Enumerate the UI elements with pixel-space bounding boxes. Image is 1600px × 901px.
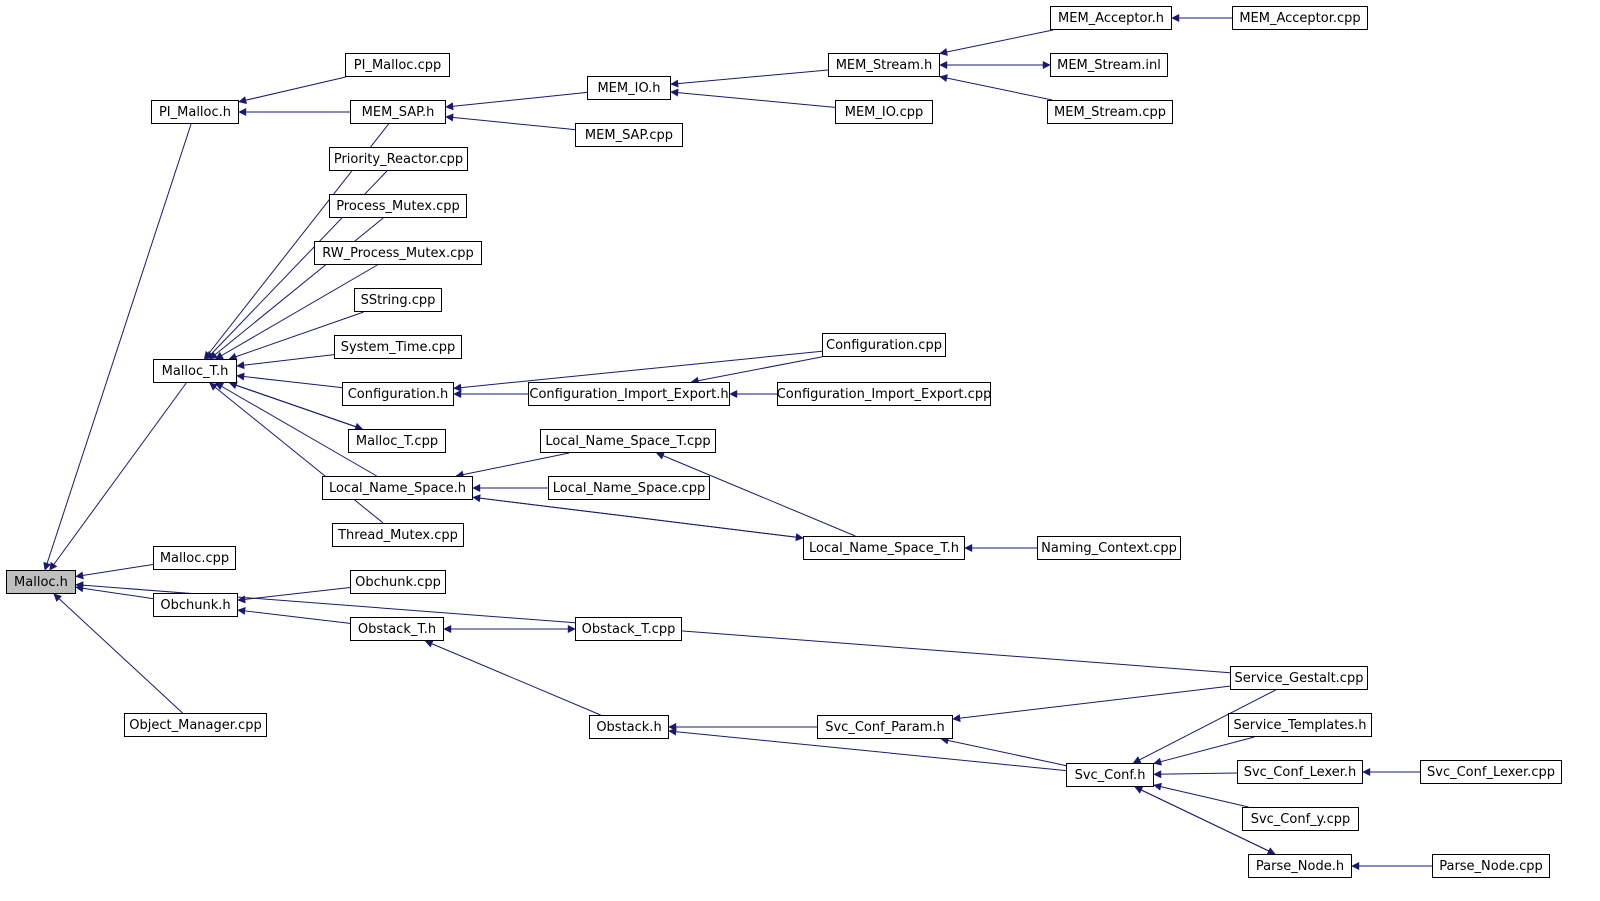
edge-malloc-t-h-to-malloc-h — [49, 382, 187, 571]
edge-svc-conf-lexer-h-to-svc-conf-h — [1153, 770, 1238, 779]
edge-local-name-space-h-to-malloc-t-h — [215, 382, 377, 477]
node-mem-stream-cpp[interactable]: MEM_Stream.cpp — [1047, 100, 1173, 124]
edge-mem-stream-h-to-mem-io-h — [670, 69, 829, 88]
edge-mem-stream-cpp-to-mem-stream-h — [939, 74, 1053, 101]
node-obstack-t-h[interactable]: Obstack_T.h — [350, 617, 444, 641]
node-mem-io-h[interactable]: MEM_IO.h — [587, 76, 671, 100]
node-local-name-space-h[interactable]: Local_Name_Space.h — [322, 476, 473, 500]
edge-pi-malloc-h-to-malloc-h — [43, 123, 192, 571]
edge-mem-io-cpp-to-mem-io-h — [670, 88, 836, 108]
node-svc-conf-h[interactable]: Svc_Conf.h — [1066, 763, 1154, 787]
node-svc-conf-lexer-cpp[interactable]: Svc_Conf_Lexer.cpp — [1420, 760, 1562, 784]
node-mem-io-cpp[interactable]: MEM_IO.cpp — [835, 100, 933, 124]
node-svc-conf-param-h[interactable]: Svc_Conf_Param.h — [817, 715, 953, 739]
node-obstack-h[interactable]: Obstack.h — [589, 715, 669, 739]
node-mem-stream-inl[interactable]: MEM_Stream.inl — [1050, 53, 1168, 77]
edge-mem-acceptor-h-to-mem-stream-h — [939, 29, 1054, 56]
node-mem-stream-h[interactable]: MEM_Stream.h — [828, 53, 940, 77]
node-mem-acceptor-h[interactable]: MEM_Acceptor.h — [1050, 6, 1172, 30]
node-service-templates-h[interactable]: Service_Templates.h — [1228, 713, 1372, 737]
edge-svc-conf-h-to-parse-node-h — [1134, 786, 1276, 855]
node-local-name-space-t-h[interactable]: Local_Name_Space_T.h — [803, 536, 965, 560]
node-malloc-h[interactable]: Malloc.h — [6, 570, 76, 594]
edge-malloc-t-h-to-malloc-t-cpp — [229, 382, 364, 431]
node-service-gestalt-cpp[interactable]: Service_Gestalt.cpp — [1230, 666, 1368, 690]
edge-service-templates-h-to-svc-conf-h — [1153, 736, 1255, 766]
node-configuration-import-export-h[interactable]: Configuration_Import_Export.h — [528, 382, 730, 406]
edge-object-manager-cpp-to-malloc-h — [53, 593, 183, 714]
node-malloc-cpp[interactable]: Malloc.cpp — [153, 546, 236, 570]
node-mem-acceptor-cpp[interactable]: MEM_Acceptor.cpp — [1232, 6, 1368, 30]
edge-obchunk-h-to-malloc-h — [75, 584, 154, 600]
node-configuration-cpp[interactable]: Configuration.cpp — [822, 333, 946, 357]
edge-mem-sap-cpp-to-mem-sap-h — [445, 113, 576, 131]
edge-svc-conf-h-to-svc-conf-param-h — [940, 736, 1067, 767]
node-local-name-space-cpp[interactable]: Local_Name_Space.cpp — [548, 476, 710, 500]
node-obchunk-cpp[interactable]: Obchunk.cpp — [350, 570, 446, 594]
edge-obstack-t-h-to-obchunk-h — [237, 606, 351, 624]
node-mem-sap-cpp[interactable]: MEM_SAP.cpp — [575, 123, 683, 147]
edge-local-name-space-t-cpp-to-local-name-space-h — [455, 452, 570, 479]
node-obchunk-h[interactable]: Obchunk.h — [153, 593, 238, 617]
node-parse-node-cpp[interactable]: Parse_Node.cpp — [1432, 854, 1550, 878]
node-parse-node-h[interactable]: Parse_Node.h — [1248, 854, 1352, 878]
edge-svc-conf-h-to-obstack-h — [668, 727, 1067, 772]
edge-svc-conf-y-cpp-to-svc-conf-h — [1153, 782, 1249, 808]
edge-local-name-space-t-h-to-local-name-space-t-cpp — [655, 452, 856, 537]
node-svc-conf-y-cpp[interactable]: Svc_Conf_y.cpp — [1242, 807, 1359, 831]
edge-pi-malloc-cpp-to-pi-malloc-h — [238, 76, 346, 105]
edge-configuration-cpp-to-configuration-h — [453, 350, 823, 392]
edge-configuration-h-to-malloc-t-h — [236, 372, 343, 389]
node-pi-malloc-cpp[interactable]: PI_Malloc.cpp — [345, 53, 450, 77]
edge-system-time-cpp-to-malloc-t-h — [236, 354, 335, 370]
node-sstring-cpp[interactable]: SString.cpp — [354, 288, 442, 312]
node-thread-mutex-cpp[interactable]: Thread_Mutex.cpp — [332, 523, 464, 547]
node-obstack-t-cpp[interactable]: Obstack_T.cpp — [575, 617, 682, 641]
edge-obstack-h-to-obstack-t-h — [424, 640, 601, 716]
edge-service-gestalt-cpp-to-svc-conf-h — [1132, 689, 1276, 764]
edge-sstring-cpp-to-malloc-t-h — [228, 311, 364, 361]
node-configuration-h[interactable]: Configuration.h — [342, 382, 454, 406]
node-configuration-import-export-cpp[interactable]: Configuration_Import_Export.cpp — [777, 382, 991, 406]
node-process-mutex-cpp[interactable]: Process_Mutex.cpp — [329, 194, 467, 218]
edge-configuration-cpp-to-configuration-import-export-h — [690, 356, 823, 385]
edge-rw-process-mutex-cpp-to-malloc-t-h — [214, 264, 378, 360]
edge-obchunk-cpp-to-obchunk-h — [237, 586, 351, 604]
edge-local-name-space-h-to-local-name-space-t-h — [472, 496, 804, 542]
node-mem-sap-h[interactable]: MEM_SAP.h — [350, 100, 446, 124]
node-system-time-cpp[interactable]: System_Time.cpp — [334, 335, 462, 359]
node-svc-conf-lexer-h[interactable]: Svc_Conf_Lexer.h — [1237, 760, 1363, 784]
node-priority-reactor-cpp[interactable]: Priority_Reactor.cpp — [329, 147, 468, 171]
edge-malloc-cpp-to-malloc-h — [75, 563, 154, 580]
node-rw-process-mutex-cpp[interactable]: RW_Process_Mutex.cpp — [314, 241, 482, 265]
node-naming-context-cpp[interactable]: Naming_Context.cpp — [1037, 536, 1181, 560]
node-object-manager-cpp[interactable]: Object_Manager.cpp — [124, 713, 267, 737]
node-malloc-t-cpp[interactable]: Malloc_T.cpp — [348, 429, 446, 453]
node-local-name-space-t-cpp[interactable]: Local_Name_Space_T.cpp — [540, 429, 716, 453]
node-pi-malloc-h[interactable]: PI_Malloc.h — [151, 100, 239, 124]
node-malloc-t-h[interactable]: Malloc_T.h — [153, 359, 237, 383]
edge-mem-io-h-to-mem-sap-h — [445, 91, 588, 111]
edge-service-gestalt-cpp-to-svc-conf-param-h — [952, 685, 1231, 723]
